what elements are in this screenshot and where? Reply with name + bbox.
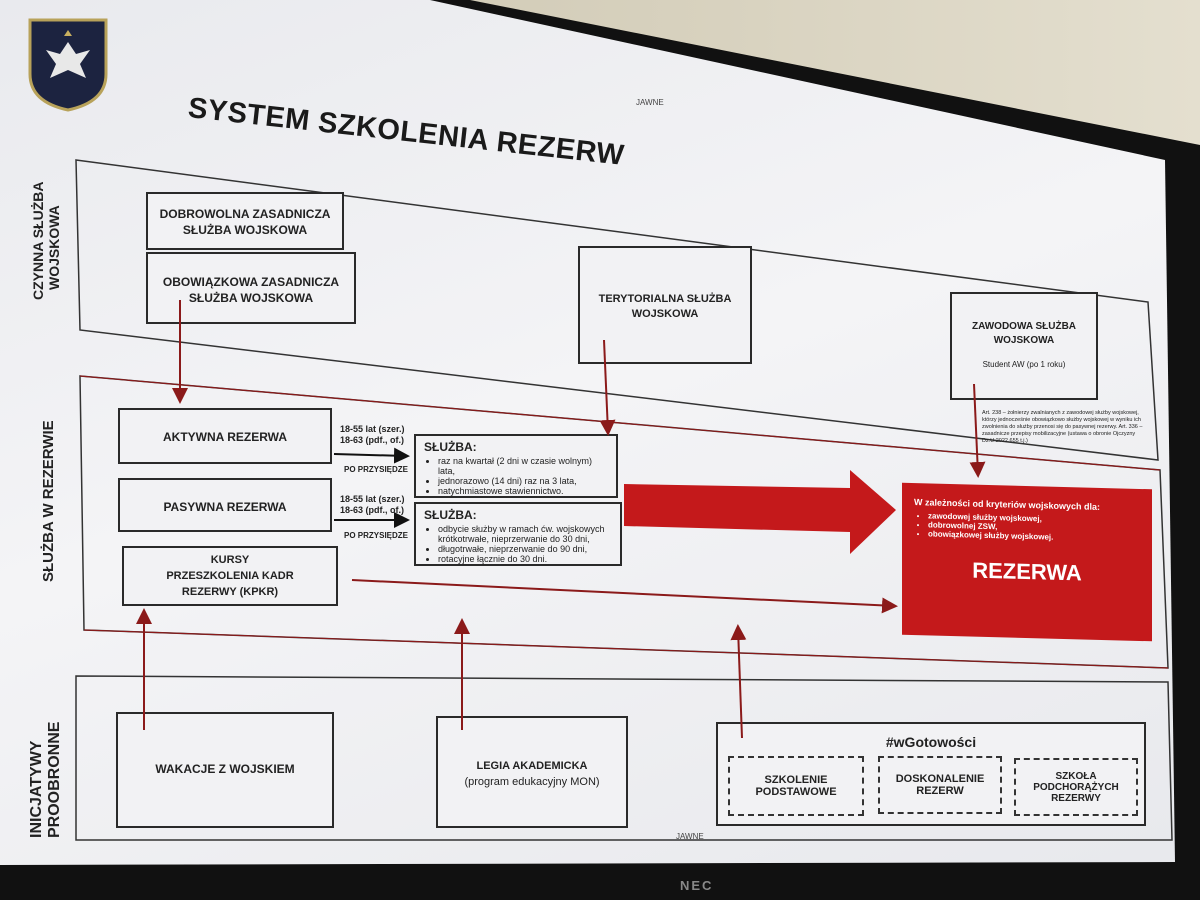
- sluzba-item: długotrwałe, nieprzerwanie do 90 dni,: [438, 544, 612, 554]
- military-emblem-icon: [24, 14, 112, 112]
- box-wakacje-z-wojskiem: WAKACJE Z WOJSKIEM: [116, 712, 334, 828]
- box-sluzba-aktywna: SŁUŻBA: raz na kwartał (2 dni w czasie w…: [414, 434, 618, 498]
- przysiega-aktywna: PO PRZYSIĘDZE: [344, 465, 409, 474]
- box-sluzba-pasywna: SŁUŻBA: odbycie służby w ramach ćw. wojs…: [414, 502, 622, 566]
- age-note-pasywna: 18-55 lat (szer.)18-63 (pdf., of.): [340, 494, 405, 515]
- sluzba-item: natychmiastowe stawiennictwo.: [438, 486, 608, 496]
- sluzba-item: odbycie służby w ramach ćw. wojskowych k…: [438, 524, 612, 544]
- sluzba-item: jednorazowo (14 dni) raz na 3 lata,: [438, 476, 608, 486]
- age-note-aktywna: 18-55 lat (szer.)18-63 (pdf., of.): [340, 424, 405, 445]
- wgotowosci-title: #wGotowości: [885, 734, 977, 750]
- box-rezerwa: W zależności od kryteriów wojskowych dla…: [902, 482, 1152, 642]
- classification-bottom: JAWNE: [676, 832, 704, 841]
- monitor-brand: NEC: [680, 878, 714, 893]
- law-note: Art. 238 – żołnierzy zwalnianych z zawod…: [982, 410, 1143, 444]
- sluzba-item: raz na kwartał (2 dni w czasie wolnym) l…: [438, 456, 608, 476]
- rezerwa-label: REZERWA: [972, 557, 1082, 586]
- box-aktywna-rezerwa: AKTYWNA REZERWA: [118, 408, 332, 464]
- classification-top: JAWNE: [636, 98, 664, 107]
- box-legia-akademicka: LEGIA AKADEMICKA(program edukacyjny MON): [436, 716, 628, 828]
- box-pasywna-rezerwa: PASYWNA REZERWA: [118, 478, 332, 532]
- przysiega-pasywna: PO PRZYSIĘDZE: [344, 531, 409, 540]
- box-wgotowosci: #wGotowości: [716, 722, 1146, 826]
- sluzba-title: SŁUŻBA:: [424, 508, 477, 522]
- sluzba-title: SŁUŻBA:: [424, 440, 477, 454]
- sluzba-item: rotacyjne łącznie do 30 dni.: [438, 554, 612, 564]
